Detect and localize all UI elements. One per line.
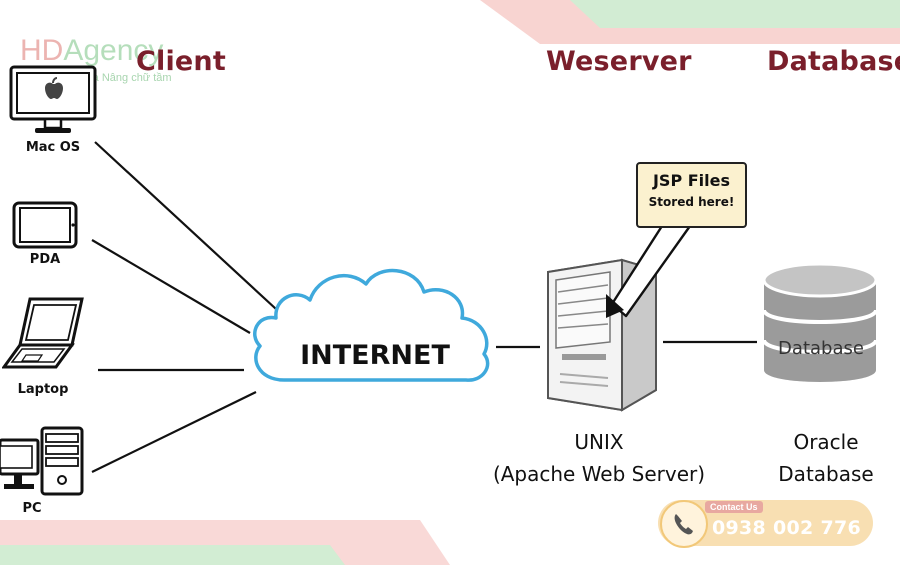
line-pda-internet: [91, 239, 251, 334]
device-label-laptop: Laptop: [17, 382, 69, 397]
server-label: UNIX (Apache Web Server): [486, 426, 712, 490]
contact-phone-number[interactable]: 0938 002 776: [712, 517, 862, 539]
jsp-callout-subtitle: Stored here!: [648, 195, 735, 209]
cloud-icon: [253, 268, 490, 382]
column-title-webserver: Weserver: [546, 46, 692, 77]
database-label-line2: Database: [778, 462, 874, 486]
database-icon: [762, 262, 878, 382]
device-label-pc: PC: [22, 501, 42, 516]
device-label-pda: PDA: [29, 252, 61, 267]
internet-label: INTERNET: [300, 340, 450, 371]
desktop-pc-icon: [0, 426, 84, 496]
contact-badge[interactable]: Contact Us: [705, 501, 763, 513]
server-label-line2: (Apache Web Server): [492, 462, 706, 486]
laptop-icon: [2, 297, 84, 369]
database-icon-label: Database: [778, 338, 864, 359]
server-label-line1: UNIX: [574, 430, 624, 454]
tablet-icon: [12, 201, 78, 249]
device-label-macos: Mac OS: [25, 140, 81, 155]
logo: HDAgency: [20, 34, 163, 68]
jsp-callout-title: JSP Files: [652, 171, 731, 190]
phone-icon[interactable]: [660, 500, 708, 548]
logo-hd: HD: [20, 34, 64, 67]
jsp-callout-box: JSP Files Stored here!: [636, 162, 747, 228]
database-label: Oracle Database: [766, 426, 886, 490]
column-title-client: Client: [136, 46, 226, 77]
line-pc-internet: [91, 391, 257, 473]
line-macos-internet: [94, 141, 277, 310]
logo-agency: Agency: [63, 34, 164, 67]
column-title-database: Database: [767, 46, 900, 77]
database-label-line1: Oracle: [793, 430, 859, 454]
imac-icon: [9, 65, 97, 133]
